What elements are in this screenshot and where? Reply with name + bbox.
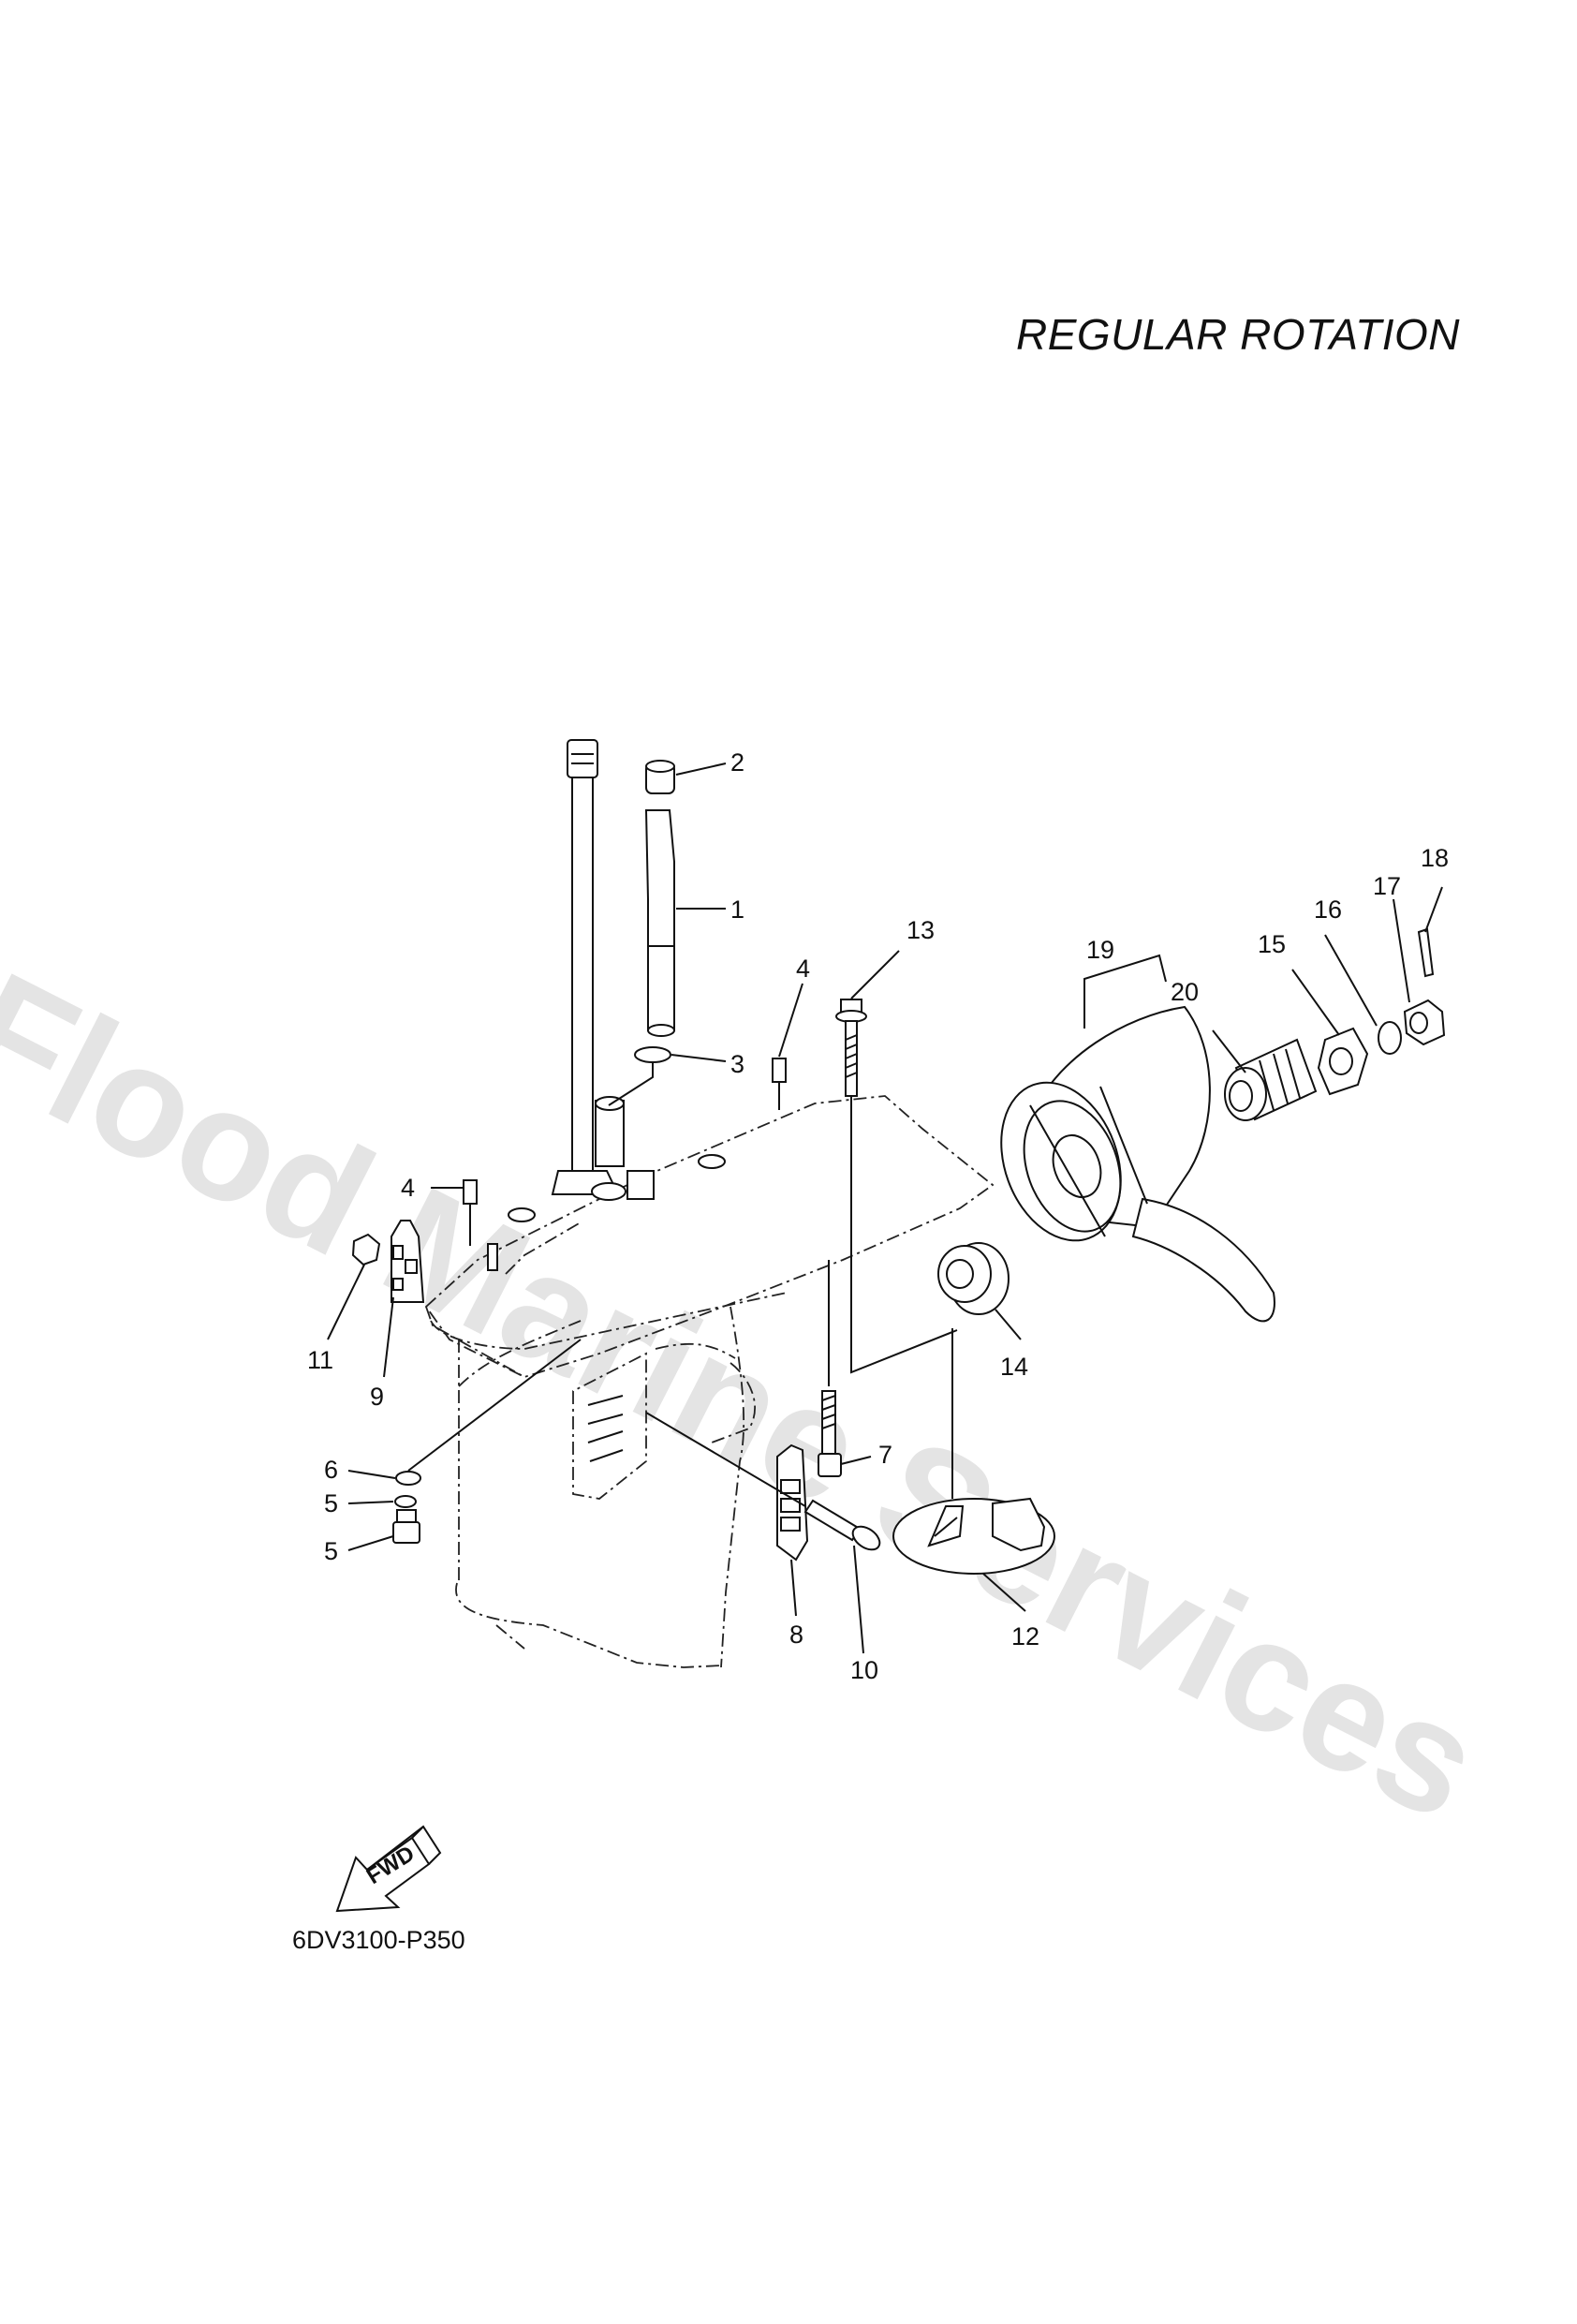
callout-12: 11 <box>307 1346 333 1374</box>
leader-lines <box>327 762 1443 1654</box>
diagram-title: REGULAR ROTATION <box>1016 310 1460 359</box>
nut <box>1403 999 1446 1046</box>
callout-8: 7 <box>878 1441 892 1469</box>
callout-17: 16 <box>1314 896 1342 924</box>
spacer <box>1224 1038 1318 1121</box>
callout-9: 8 <box>789 1621 803 1649</box>
callout-20: 19 <box>1086 936 1114 964</box>
stud <box>487 1243 498 1271</box>
cotter-pin <box>1417 927 1435 978</box>
trim-tab <box>391 1220 425 1303</box>
assembly-lines <box>407 1062 958 1507</box>
washer <box>395 1471 421 1486</box>
callout-6: 5 <box>324 1489 338 1517</box>
trim-tab <box>776 1443 809 1562</box>
callout-13: 12 <box>1011 1622 1039 1650</box>
callout-14: 13 <box>906 916 935 944</box>
callout-1: 1 <box>730 896 744 924</box>
nut <box>351 1233 381 1266</box>
callout-18: 17 <box>1373 872 1401 900</box>
callout-4-left: 4 <box>401 1174 415 1202</box>
callout-7: 6 <box>324 1456 338 1484</box>
callout-19: 18 <box>1421 844 1449 872</box>
washer <box>1378 1021 1402 1055</box>
bolt <box>835 999 867 1097</box>
propeller <box>1000 1005 1275 1323</box>
drawing-code: 6DV3100-P350 <box>292 1926 465 1954</box>
grommet <box>645 760 675 794</box>
callout-15: 14 <box>1000 1353 1028 1381</box>
drive-shaft <box>508 739 726 1222</box>
washer <box>1317 1027 1369 1096</box>
anode <box>892 1497 1055 1575</box>
callout-3: 3 <box>730 1050 744 1078</box>
bolt <box>803 1499 881 1551</box>
fwd-arrow: FWD <box>335 1825 442 1913</box>
callout-11: 10 <box>850 1656 878 1684</box>
callout-21: 20 <box>1171 978 1199 1006</box>
callout-10: 9 <box>370 1383 384 1411</box>
thrust-washer <box>937 1242 1010 1315</box>
callout-16: 15 <box>1258 930 1286 958</box>
callout-numbers: 2 1 3 4 4 13 11 9 6 5 5 7 8 10 12 14 19 … <box>307 748 1449 1684</box>
dowel-pin <box>772 1058 787 1083</box>
bolt <box>392 1509 420 1544</box>
water-tube <box>644 809 675 1037</box>
dowel-pin <box>463 1179 478 1205</box>
callout-5: 5 <box>324 1537 338 1565</box>
lower-casing <box>424 1095 995 1668</box>
callout-2: 2 <box>730 748 744 777</box>
bolt <box>818 1390 842 1477</box>
seal-ring <box>634 1046 671 1063</box>
callout-4: 4 <box>796 955 810 983</box>
spring-washer <box>394 1495 417 1508</box>
